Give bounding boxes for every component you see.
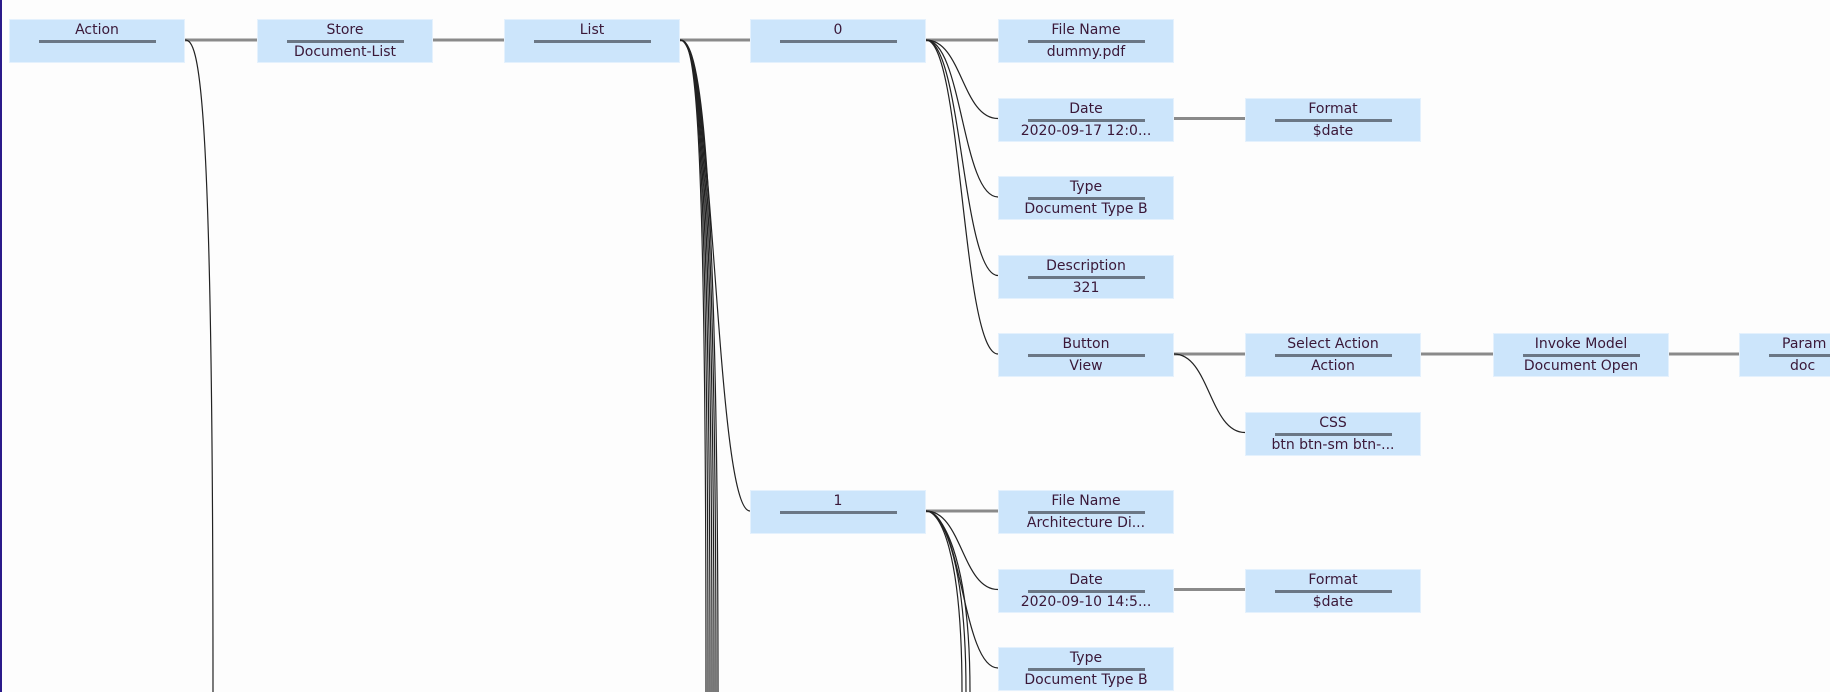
node-divider (1275, 589, 1392, 593)
edge-item0-desc0 (925, 39, 999, 277)
node-divider (1275, 118, 1392, 122)
node-date0[interactable]: Date 2020-09-17 12:0... (998, 97, 1174, 142)
node-css0[interactable]: CSS btn btn-sm btn-... (1245, 411, 1421, 456)
node-value: Document Open (1523, 358, 1639, 374)
node-title: File Name (1051, 22, 1121, 38)
node-list[interactable]: List (504, 19, 680, 63)
edge-btn0-css0 (1173, 353, 1246, 434)
edge-item1-type1 (925, 510, 999, 669)
node-title: Type (1069, 179, 1103, 195)
node-date1[interactable]: Date 2020-09-10 14:5... (998, 568, 1174, 613)
node-fmt1[interactable]: Format $date (1245, 568, 1421, 613)
node-divider (1028, 118, 1145, 122)
node-title: CSS (1319, 414, 1347, 431)
node-value: 321 (1072, 279, 1100, 296)
node-divider (780, 511, 897, 514)
edge-offscreen-list-5 (679, 39, 715, 692)
node-fmt0[interactable]: Format $date (1245, 97, 1421, 142)
node-title: Param (1782, 336, 1827, 352)
node-value: 2020-09-10 14:5... (1020, 593, 1152, 610)
node-title: Invoke Model (1534, 336, 1628, 352)
node-divider (1275, 432, 1392, 436)
edge-offscreen-item1-10 (925, 510, 971, 692)
node-value: 2020-09-17 12:0... (1020, 122, 1152, 139)
node-title: Store (326, 22, 364, 38)
node-title: Format (1308, 571, 1358, 588)
node-item0[interactable]: 0 (750, 19, 926, 63)
node-divider (534, 40, 651, 43)
node-title: List (579, 22, 605, 38)
node-title: 1 (833, 493, 843, 509)
node-divider (1028, 589, 1145, 593)
node-title: Date (1069, 100, 1103, 117)
node-value: doc (1790, 358, 1816, 374)
node-divider (1028, 511, 1145, 514)
node-value: $date (1312, 122, 1354, 139)
edge-offscreen-list-4 (679, 39, 713, 692)
node-value: Action (1311, 358, 1355, 374)
viewport-border (0, 0, 2, 692)
node-divider (1028, 668, 1145, 671)
edge-offscreen-action-0 (184, 39, 214, 692)
node-title: Description (1046, 257, 1126, 274)
node-divider (1523, 354, 1640, 357)
node-divider (1028, 40, 1145, 43)
edge-item1-date1 (925, 510, 999, 591)
node-divider (1275, 354, 1392, 357)
node-title: Select Action (1287, 336, 1379, 352)
node-divider (1028, 197, 1145, 200)
node-value: $date (1312, 593, 1354, 610)
node-title: Format (1308, 100, 1358, 117)
node-value: Document Type B (1024, 672, 1148, 688)
edge-offscreen-list-7 (679, 39, 719, 692)
node-title: 0 (833, 22, 843, 38)
node-divider (1769, 354, 1830, 357)
node-action[interactable]: Action (9, 19, 185, 63)
edge-item0-btn0 (925, 39, 999, 355)
node-title: Button (1062, 336, 1110, 352)
node-value: View (1069, 358, 1103, 374)
node-divider (39, 40, 156, 43)
node-divider (1028, 354, 1145, 357)
node-value: Document Type B (1024, 201, 1148, 217)
node-title: Type (1069, 650, 1103, 666)
node-title: Action (75, 22, 119, 38)
node-item1[interactable]: 1 (750, 490, 926, 534)
node-title: Date (1069, 571, 1103, 588)
node-value: Document-List (293, 44, 397, 60)
node-value: btn btn-sm btn-... (1271, 436, 1395, 453)
node-value: Architecture Di... (1026, 515, 1146, 531)
node-divider (287, 40, 404, 43)
node-param0[interactable]: Param doc (1739, 333, 1830, 377)
edge-item0-type0 (925, 39, 999, 198)
node-value: dummy.pdf (1046, 44, 1126, 60)
node-divider (1028, 275, 1145, 279)
edge-item0-date0 (925, 39, 999, 120)
node-title: File Name (1051, 493, 1121, 509)
node-divider (780, 40, 897, 43)
node-fn0[interactable]: File Name dummy.pdf (998, 19, 1174, 63)
node-desc0[interactable]: Description 321 (998, 254, 1174, 299)
